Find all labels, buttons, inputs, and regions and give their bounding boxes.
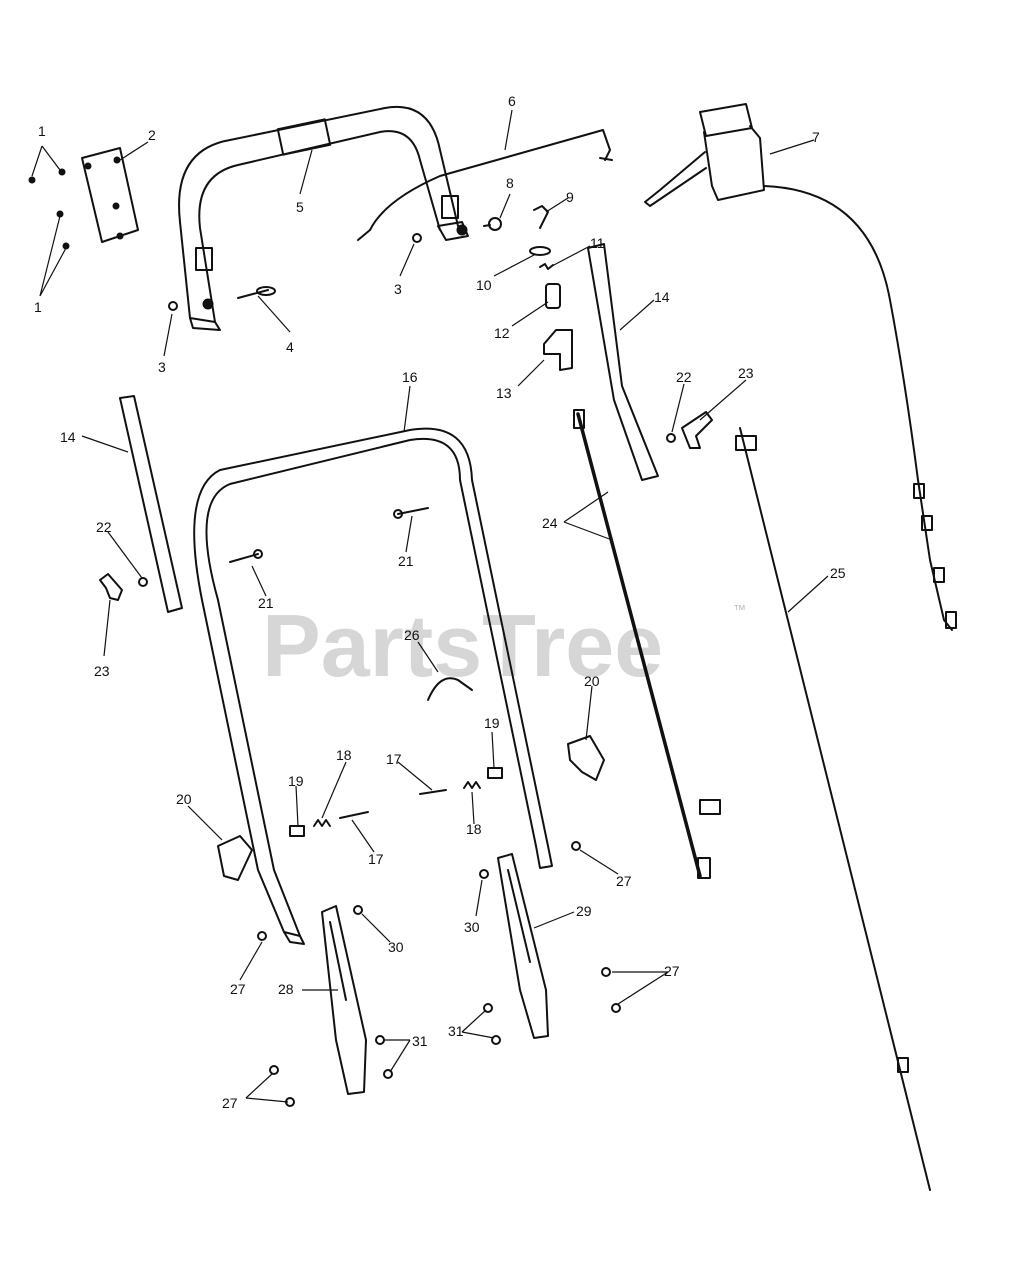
part-carriage-bolt[interactable] [237, 286, 276, 299]
callout-27-c: 27 [664, 963, 680, 979]
callout-19-left: 19 [288, 773, 304, 789]
callout-25: 25 [830, 565, 846, 581]
callout-31-left: 31 [412, 1033, 428, 1049]
part-screw-a[interactable] [571, 841, 581, 851]
callout-3-right: 3 [394, 281, 402, 297]
callout-17-right: 17 [386, 751, 402, 767]
callout-7: 7 [812, 129, 820, 145]
callout-23-left: 23 [94, 663, 110, 679]
callout-21-right: 21 [398, 553, 414, 569]
callout-21-left: 21 [258, 595, 274, 611]
callout-14-left: 14 [60, 429, 76, 445]
part-screw-c[interactable] [601, 967, 621, 1013]
part-clip[interactable] [533, 205, 549, 229]
part-upper-handle[interactable] [178, 105, 469, 331]
callout-1-bottom: 1 [34, 299, 42, 315]
callout-9: 9 [566, 189, 574, 205]
callout-27-a: 27 [616, 873, 632, 889]
part-bracket-right[interactable] [497, 853, 549, 1039]
part-wing-knob-right[interactable] [681, 411, 713, 449]
part-control-wire[interactable] [357, 129, 613, 241]
part-washer-left[interactable] [138, 577, 148, 587]
part-knob[interactable] [483, 217, 502, 231]
part-pin-right[interactable] [419, 789, 447, 795]
part-bracket-left[interactable] [321, 905, 367, 1095]
callout-30-left: 30 [388, 939, 404, 955]
part-bracket-block[interactable] [543, 329, 573, 371]
part-washer[interactable] [529, 246, 551, 256]
callout-19-right: 19 [484, 715, 500, 731]
callout-1-top: 1 [38, 123, 46, 139]
part-throttle-cable[interactable] [763, 185, 953, 631]
part-screw-b[interactable] [257, 931, 267, 941]
callout-20-left: 20 [176, 791, 192, 807]
callout-27-d: 27 [222, 1095, 238, 1111]
callout-8: 8 [506, 175, 514, 191]
callout-5: 5 [296, 199, 304, 215]
part-cable-guide-right[interactable] [567, 735, 605, 781]
callout-20-right: 20 [584, 673, 600, 689]
callout-2: 2 [148, 127, 156, 143]
callout-22-left: 22 [96, 519, 112, 535]
part-screw-d[interactable] [269, 1065, 295, 1107]
callout-13: 13 [496, 385, 512, 401]
watermark-text: PartsTree [262, 596, 663, 695]
part-nut-b[interactable] [353, 905, 363, 915]
part-cable-fittings [913, 483, 957, 629]
part-drive-cable[interactable] [735, 427, 931, 1191]
part-spring-right[interactable] [463, 781, 481, 789]
part-cable-guide-left[interactable] [217, 835, 253, 881]
part-nut-left[interactable] [168, 301, 178, 311]
callout-29: 29 [576, 903, 592, 919]
part-lower-tube-right[interactable] [587, 243, 659, 481]
part-nut-right[interactable] [412, 233, 422, 243]
part-control-cable[interactable] [573, 409, 721, 879]
callout-31-right: 31 [448, 1023, 464, 1039]
callout-3-left: 3 [158, 359, 166, 375]
part-bolt-upper-right[interactable] [393, 507, 429, 519]
callout-14-right: 14 [654, 289, 670, 305]
callout-numbers: 1 1 2 3 3 4 5 6 7 8 9 10 11 12 13 14 14 … [34, 93, 846, 1111]
part-bolt-upper-left[interactable] [229, 549, 263, 563]
part-wing-knob-left[interactable] [99, 573, 123, 601]
callout-24: 24 [542, 515, 558, 531]
callout-30-right: 30 [464, 919, 480, 935]
part-screws[interactable] [28, 168, 70, 250]
callout-22-right: 22 [676, 369, 692, 385]
callout-23-right: 23 [738, 365, 754, 381]
callout-12: 12 [494, 325, 510, 341]
callout-26: 26 [404, 627, 420, 643]
part-control-grip[interactable] [644, 103, 765, 207]
part-wire-clip[interactable] [427, 677, 473, 701]
callout-10: 10 [476, 277, 492, 293]
part-lower-handle[interactable] [193, 427, 553, 945]
part-bushing-left[interactable] [289, 825, 305, 837]
part-lower-tube-left[interactable] [119, 395, 183, 613]
callout-6: 6 [508, 93, 516, 109]
callout-18-right: 18 [466, 821, 482, 837]
part-pin-left[interactable] [339, 811, 369, 819]
callout-18-left: 18 [336, 747, 352, 763]
part-pin[interactable] [545, 283, 561, 309]
part-nut-a[interactable] [479, 869, 489, 879]
watermark-trademark: ™ [733, 602, 746, 617]
callout-4: 4 [286, 339, 294, 355]
part-plate[interactable] [81, 147, 139, 243]
part-washer-right[interactable] [666, 433, 676, 443]
callout-11: 11 [590, 235, 605, 251]
callout-28: 28 [278, 981, 294, 997]
callout-27-b: 27 [230, 981, 246, 997]
callout-17-left: 17 [368, 851, 384, 867]
part-spring[interactable] [539, 263, 554, 270]
part-spring-left[interactable] [313, 819, 331, 827]
part-nut-c[interactable] [483, 1003, 501, 1045]
leader-lines [31, 109, 829, 1103]
part-bushing-right[interactable] [487, 767, 503, 779]
callout-16: 16 [402, 369, 418, 385]
